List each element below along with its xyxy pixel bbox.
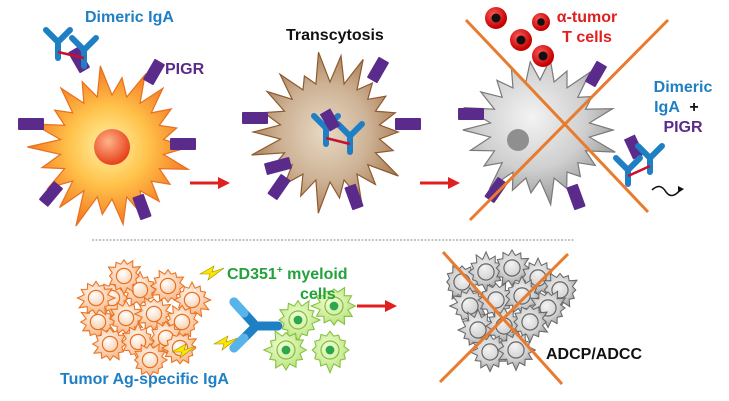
- iga-label: IgA: [654, 99, 680, 116]
- pigr-label: PIGR: [165, 61, 205, 78]
- dead-cell: [496, 328, 537, 372]
- tumor-cell-icon: [446, 249, 579, 373]
- tumor-cell: [133, 342, 169, 378]
- plus-label: +: [689, 99, 698, 116]
- t-cell-icon: [485, 7, 554, 67]
- alpha-tumor-label: α-tumor: [557, 9, 618, 26]
- bottom-left-panel: CD351+ myeloid cells Tumor Ag-specific I…: [60, 258, 357, 388]
- myeloid-cell: [311, 330, 350, 374]
- dimeric-iga-icon: [613, 134, 665, 187]
- dimeric-iga-icon: [43, 27, 99, 69]
- tumor-cell-icon: [462, 57, 616, 207]
- tumor-cell-icon: [76, 258, 212, 378]
- tumor-cell: [91, 326, 127, 362]
- dead-cell: [511, 304, 549, 344]
- dimeric-iga-icon: [229, 297, 283, 353]
- cells-label: cells: [300, 286, 336, 303]
- tumor-cell: [107, 258, 142, 296]
- bottom-right-panel: ADCP/ADCC: [438, 249, 642, 386]
- dead-cell: [495, 249, 530, 287]
- myeloid-cell: [309, 286, 357, 326]
- panel-1: Dimeric IgA PIGR: [18, 9, 205, 227]
- transcytosis-label: Transcytosis: [286, 27, 384, 44]
- dead-cell: [503, 275, 543, 316]
- tumor-cell: [76, 280, 117, 317]
- cd351-label: CD351+ myeloid: [227, 265, 348, 283]
- pigr-label: PIGR: [663, 119, 703, 136]
- pigr-receptor-icon: [242, 56, 421, 211]
- arrow-icon: [420, 177, 460, 189]
- dimeric-label: Dimeric: [654, 79, 713, 96]
- myeloid-cell: [278, 299, 322, 342]
- panel-2: Transcytosis: [242, 27, 421, 214]
- myeloid-cell: [262, 329, 308, 371]
- dimeric-iga-icon: [311, 108, 365, 155]
- tumor-ag-iga-label: Tumor Ag-specific IgA: [60, 371, 229, 388]
- dimeric-iga-label: Dimeric IgA: [85, 9, 174, 26]
- myeloid-cell-icon: [262, 286, 357, 374]
- t-cells-label: T cells: [562, 29, 612, 46]
- cross-icon: [464, 18, 670, 222]
- panel-3: α-tumor T cells Dimeric IgA + PIGR: [458, 7, 713, 222]
- adcp-adcc-label: ADCP/ADCC: [546, 346, 642, 363]
- arrow-icon: [357, 300, 397, 312]
- arrow-icon: [190, 177, 230, 189]
- cross-icon: [438, 250, 570, 386]
- pigr-receptor-icon: [458, 60, 607, 211]
